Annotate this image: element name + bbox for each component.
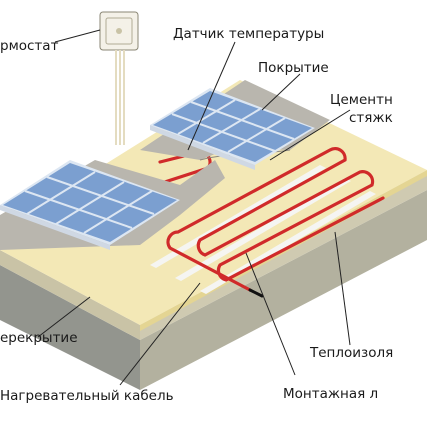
label-temperature-sensor: Датчик температуры (173, 26, 324, 42)
label-cement-screed-2: стяжк (349, 110, 393, 126)
mounting-tape (150, 165, 376, 294)
thermostat (99, 11, 139, 145)
floor-tiles-left (0, 160, 180, 250)
leader-lines (37, 29, 351, 386)
label-thermostat: рмостат (0, 38, 59, 54)
label-heating-cable: Нагревательный кабель (0, 388, 174, 404)
label-cement-screed: Цементн (330, 92, 393, 108)
floor-tiles-top (150, 88, 315, 170)
label-mounting-tape: Монтажная л (283, 386, 378, 402)
label-insulation: Теплоизоля (309, 345, 393, 361)
floor-slab (0, 175, 427, 390)
label-covering: Покрытие (258, 60, 329, 76)
label-floor-slab: ерекрытие (0, 330, 78, 346)
